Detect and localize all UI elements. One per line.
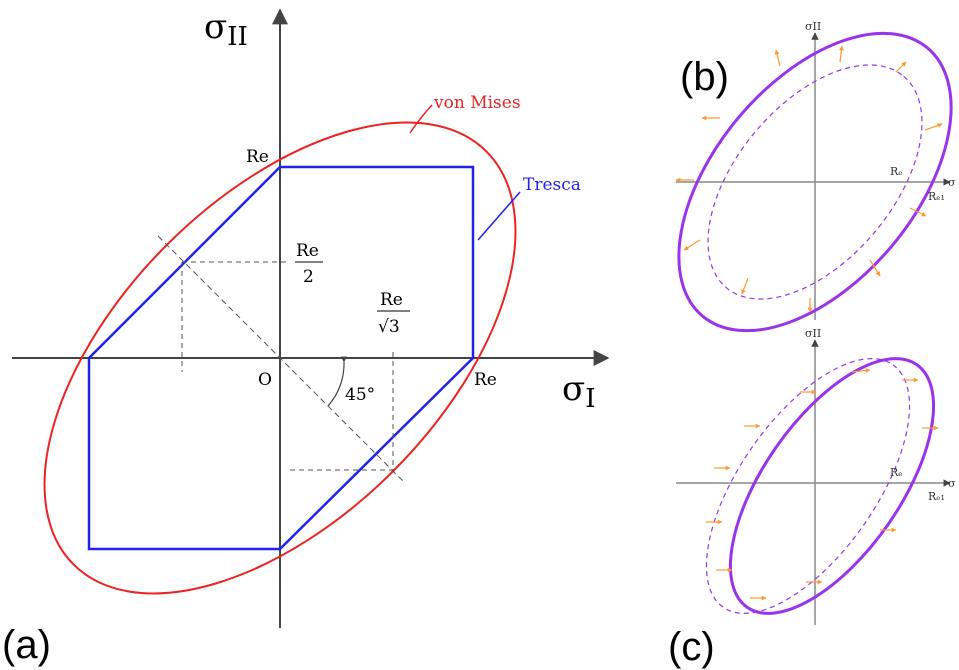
angle-label: 45°: [345, 385, 375, 405]
sigma-ii-axis-label: σII: [204, 7, 248, 52]
panel-a: (a) σII σI O Re Re Re 2 Re √3 45° von Mi…: [2, 7, 610, 667]
panel-c-x-axis-label: σ: [948, 477, 956, 490]
panel-c-y-axis-label: σII: [805, 327, 821, 340]
origin-label: O: [258, 370, 272, 390]
svg-text:Re: Re: [296, 241, 319, 261]
sqrt3-yield-fraction: Re √3: [377, 290, 410, 337]
panel-c-initial-surface: [705, 358, 911, 614]
von-mises-leader: [409, 104, 433, 134]
tresca-leader: [477, 191, 521, 241]
svg-text:Re: Re: [380, 290, 403, 310]
von-mises-label: von Mises: [433, 93, 521, 113]
panel-b-initial-surface: [707, 64, 923, 300]
panel-b-expanded-surface: [677, 31, 953, 333]
panel-b-label: (b): [680, 55, 729, 99]
panel-c-translation-arrows: [706, 368, 939, 601]
panel-b-re1-label: Rₑ₁: [928, 190, 945, 203]
sigma-i-axis-label: σI: [562, 369, 596, 414]
half-yield-fraction: Re 2: [295, 241, 323, 287]
panel-c: (c) σII σ Rₑ Rₑ₁: [668, 327, 956, 669]
tresca-hexagon: [87, 165, 475, 551]
panel-b-x-axis-label: σ: [948, 176, 956, 189]
diagonal-dashed-line: [157, 235, 406, 484]
yield-top-label: Re: [246, 147, 269, 167]
von-mises-ellipse: [43, 121, 517, 595]
panel-b: (b) σII σ Rₑ Rₑ₁: [675, 20, 956, 333]
panel-b-re-label: Rₑ: [890, 165, 903, 178]
tresca-label: Tresca: [523, 175, 581, 195]
panel-a-label: (a): [2, 623, 51, 667]
svg-text:√3: √3: [378, 317, 400, 337]
panel-b-y-axis-label: σII: [805, 20, 821, 33]
panel-c-translated-surface: [728, 357, 936, 615]
panel-c-re1-label: Rₑ₁: [928, 490, 945, 503]
panel-b-expansion-arrows: [675, 45, 943, 313]
panel-c-label: (c): [668, 625, 715, 669]
yield-right-label: Re: [474, 370, 497, 390]
panel-c-re-label: Rₑ: [890, 466, 903, 479]
svg-text:2: 2: [303, 267, 314, 287]
angle-arc: [327, 356, 347, 407]
